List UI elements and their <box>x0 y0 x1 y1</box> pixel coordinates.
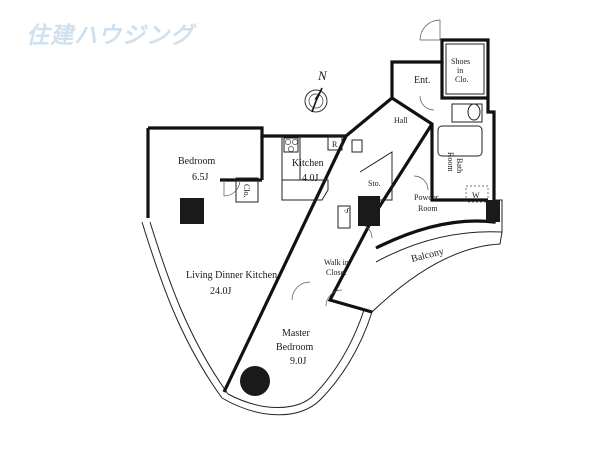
label-entrance: Ent. <box>414 75 430 86</box>
label-washer: W <box>472 191 480 200</box>
washbasin-icon <box>451 103 483 123</box>
fridge-space <box>327 135 343 151</box>
label-walkin-1: Walk in <box>324 258 349 267</box>
bathtub-icon <box>437 125 483 157</box>
label-kitchen: Kitchen <box>292 158 324 169</box>
label-bedroom: Bedroom <box>178 156 215 167</box>
label-hall: Hall <box>394 116 409 125</box>
label-shoes-2: in <box>457 66 463 75</box>
label-fridge: R <box>332 140 338 149</box>
label-shoe-box: S <box>342 207 352 215</box>
outer-wall-ne <box>344 38 496 202</box>
diagonal-wall-ldk <box>222 135 348 393</box>
inner-wall-ne <box>391 62 488 202</box>
label-kitchen-size: 4.0J <box>302 173 319 184</box>
label-shoes-1: Shoes <box>451 57 470 66</box>
label-master-1: Master <box>282 328 310 339</box>
label-master-size: 9.0J <box>290 356 307 367</box>
shoe-box <box>337 205 351 229</box>
compass-label: N <box>317 68 328 83</box>
label-storage: Sto. <box>368 179 381 188</box>
balcony-rail-outer <box>371 231 503 313</box>
label-bath-2: Room <box>446 152 455 172</box>
window-curve-west <box>141 221 223 399</box>
bedroom-closet <box>235 177 259 203</box>
pillar-west <box>180 198 204 224</box>
label-walkin-2: Closet <box>326 268 347 277</box>
window-curve-south-inner <box>227 309 365 408</box>
sink-icon <box>351 139 363 153</box>
hall-door <box>419 95 435 111</box>
compass-rose <box>304 87 328 113</box>
diagonal-wall-hall <box>327 123 434 314</box>
label-shoes-3: Clo. <box>455 75 469 84</box>
stove-icon <box>283 137 299 153</box>
closet-door <box>325 289 343 307</box>
window-curve-south <box>221 311 373 416</box>
master-door <box>291 281 311 301</box>
column-round <box>240 366 270 396</box>
pillar-center <box>358 196 380 226</box>
watermark-logo: 住建ハウジング <box>26 23 194 49</box>
washer-space <box>465 185 489 203</box>
toilet-icon <box>467 103 481 121</box>
label-ldk: Living Dinner Kitchen <box>186 270 277 281</box>
label-bath-1: Bath <box>455 158 464 173</box>
label-ldk-size: 24.0J <box>210 286 232 297</box>
label-powder-1: Powder <box>414 193 439 202</box>
entrance-door <box>419 19 441 41</box>
storage-wall <box>359 151 393 201</box>
label-master-2: Bedroom <box>276 342 313 353</box>
shoes-closet-box <box>445 43 485 95</box>
wall-bedroom-east <box>220 136 264 182</box>
label-bedroom-size: 6.5J <box>192 172 209 183</box>
window-curve-west-inner <box>149 221 229 395</box>
powder-door <box>413 175 429 191</box>
label-powder-2: Room <box>418 204 438 213</box>
pillar-east <box>486 200 500 222</box>
outer-wall-main <box>146 126 346 218</box>
bedroom-door <box>223 179 241 197</box>
label-closet-small: Clo. <box>242 184 251 198</box>
